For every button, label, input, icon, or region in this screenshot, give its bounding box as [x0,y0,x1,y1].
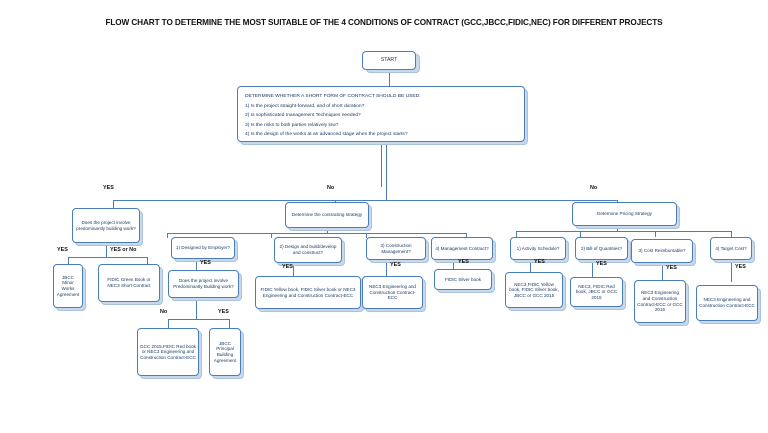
activity-schedule-node[interactable]: 1) Activity Schedule? [510,237,566,260]
connector-bar-to-predominantly-building [113,200,115,208]
edge-label-branch-yes: YES [103,185,114,191]
gcc-fidic-red-nec3-node[interactable]: GCC 2015,FIDIC Red book or NEC3 Engineer… [137,328,199,376]
nec3-fidic-red-node[interactable]: NEC3, FIDIC Red book, JBCC or GCC 2015 [570,277,623,307]
design-build-node[interactable]: 2) Design and build/develop and construc… [274,237,342,263]
shortform-q4: 4) Is the design of the works at an adva… [245,132,408,138]
shortform-node[interactable]: DETERMINE WHETHER A SHORT FORM OF CONTRA… [237,86,525,142]
connector-pb-down [106,243,108,258]
shortform-q2: 2) Is sophisticated management Technique… [245,113,361,119]
connector-cs-to-designed-by-employer [167,233,169,238]
connector-pb2-split [168,319,230,321]
connector-pb-to-jbcc [68,257,70,265]
connector-pb2-down [196,298,198,320]
construction-management-node[interactable]: 3) Construction Management? [366,237,426,260]
edge-label-as-yes: YES [534,259,545,265]
connector-pb2-to-jbcc-principal [229,319,231,329]
connector-ps-distribution-bar [516,231,731,233]
edge-label-pb-yes-or-no: YES or No [110,247,137,253]
connector-cs-to-management-contract [466,233,468,238]
nec3-fidic-yellow-silver-node[interactable]: NEC3,FIDIC Yellow book, FIDIC Silver boo… [505,272,563,308]
edge-label-pb2-no: No [160,309,168,315]
connector-start-to-shortform [389,70,391,86]
nec3-ecc-gcc-node[interactable]: NEC3 Engineering and Construction Contra… [634,280,686,323]
connector-tc-down [731,260,733,282]
page-title: FLOW CHART TO DETERMINE THE MOST SUITABL… [105,18,663,27]
edge-label-branch-no-right: No [590,185,598,191]
connector-db-down [293,263,295,277]
fidic-yellow-silver-nec3-node[interactable]: FIDIC Yellow book, FIDIC Silver book or … [255,276,361,309]
connector-cs-to-design-build [271,233,273,238]
nec3-ecc-a-node[interactable]: NEC3 Engineering and Construction Contra… [362,276,423,309]
connector-pb2-to-gcc [168,319,170,329]
designed-by-employer-node[interactable]: 1) Designed by Employer? [171,237,235,259]
edge-label-cm-yes: YES [390,262,401,268]
management-contract-node[interactable]: 4) Management Contract? [431,237,493,260]
edge-label-pb-yes: YES [57,247,68,253]
predominantly-building-2-node[interactable]: Does the project involve Predominantly B… [168,270,239,298]
connector-cm-down [386,260,388,276]
connector-pb-split [68,257,148,259]
connector-main-distribution-bar [113,200,617,202]
connector-ps-to-cost-reimbursable [655,231,657,237]
connector-cs-to-construction-management [366,233,368,238]
connector-cs-down [327,228,329,234]
connector-ps-to-activity-schedule [516,231,518,237]
edge-label-cr-yes: YES [666,265,677,271]
edge-label-dbe-yes: YES [200,260,211,266]
target-cost-node[interactable]: 4) Target Cost? [710,237,752,260]
connector-cr-down [662,263,664,280]
shortform-q1: 1) Is the project straight-forward, and … [245,103,365,109]
fidic-green-book-node[interactable]: FIDIC Green Book or NEC3 Short Contract [98,264,160,302]
fidic-silver-book-node[interactable]: FIDIC Silver book [434,269,492,290]
connector-dbe-to-pb2 [196,259,198,271]
pricing-strategy-node[interactable]: Determine Pricing Strategy [572,202,677,226]
connector-as-down [530,260,532,272]
edge-label-mc-yes: YES [458,259,469,265]
shortform-q3: 3) Is the risks to both parties relative… [245,122,339,128]
edge-label-boq-yes: YES [596,261,607,267]
jbcc-minor-works-node[interactable]: JBCC Minor Works Agreement [53,264,83,308]
connector-mc-down [453,260,455,269]
edge-label-db-yes: YES [282,264,293,270]
connector-shortform-trunk-left [381,142,383,187]
connector-shortform-trunk-right [386,142,388,187]
connector-ps-to-bill-of-quantities [580,231,582,237]
connector-ps-down [617,226,619,232]
connector-ps-to-target-cost [731,231,733,237]
connector-pb-to-fidic-green [147,257,149,265]
edge-label-branch-no-middle: No [327,185,335,191]
connector-cs-distribution-bar [167,233,467,235]
shortform-heading: DETERMINE WHETHER A SHORT FORM OF CONTRA… [245,94,421,99]
predominantly-building-node[interactable]: Does the project involve predominantly b… [72,208,140,243]
connector-trunk-to-bar [386,186,388,201]
nec3-ecc-b-node[interactable]: NEC3 Engineering and Construction Contra… [696,285,758,321]
jbcc-principal-building-node[interactable]: JBCC Principal Building Agreement [209,328,241,376]
contracting-strategy-node[interactable]: Determine the contracting strategy [285,202,369,228]
start-node[interactable]: START [362,51,416,70]
connector-boq-down [592,260,594,277]
bill-of-quantities-node[interactable]: 2) Bill of Quantities? [575,237,628,260]
cost-reimbursable-node[interactable]: 3) Cost Reimbursable? [631,239,693,263]
edge-label-tc-yes: YES [735,264,746,270]
edge-label-pb2-yes: YES [218,309,229,315]
